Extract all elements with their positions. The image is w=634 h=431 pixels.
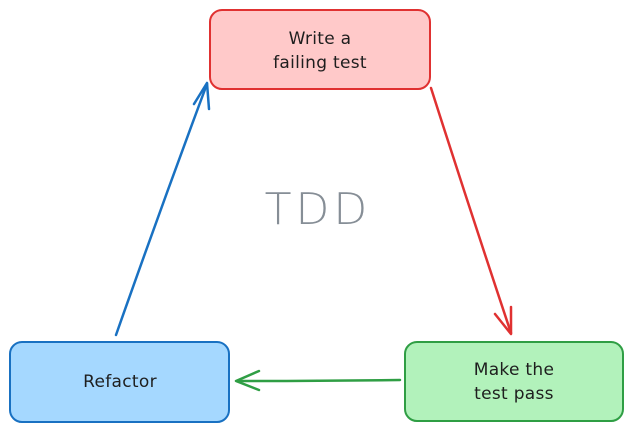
node-write-failing-test-box — [209, 9, 431, 90]
node-make-test-pass-box — [404, 341, 624, 422]
arrow-pass-to-refactor-head — [234, 369, 261, 392]
arrow-refactor-to-write-line — [114, 82, 209, 337]
node-make-test-pass-line1: Make the — [474, 360, 555, 380]
node-refactor[interactable]: Refactor — [9, 341, 230, 423]
arrow-refactor-to-write — [114, 81, 211, 337]
node-refactor-box — [9, 341, 230, 423]
arrow-write-to-pass-head — [493, 305, 513, 336]
center-title: TDD — [265, 184, 372, 235]
node-write-failing-test-line2: failing test — [273, 53, 367, 73]
arrow-write-to-pass-line — [429, 86, 513, 335]
arrow-refactor-to-write-head — [192, 81, 211, 111]
node-write-failing-test[interactable]: Write a failing test — [209, 9, 431, 90]
node-refactor-label: Refactor — [83, 372, 157, 392]
arrow-pass-to-refactor — [234, 369, 402, 392]
arrow-write-to-pass — [429, 86, 513, 336]
node-make-test-pass-line2: test pass — [474, 384, 554, 404]
node-make-test-pass[interactable]: Make the test pass — [404, 341, 624, 422]
arrow-pass-to-refactor-line — [235, 378, 402, 383]
node-write-failing-test-line1: Write a — [289, 29, 352, 49]
